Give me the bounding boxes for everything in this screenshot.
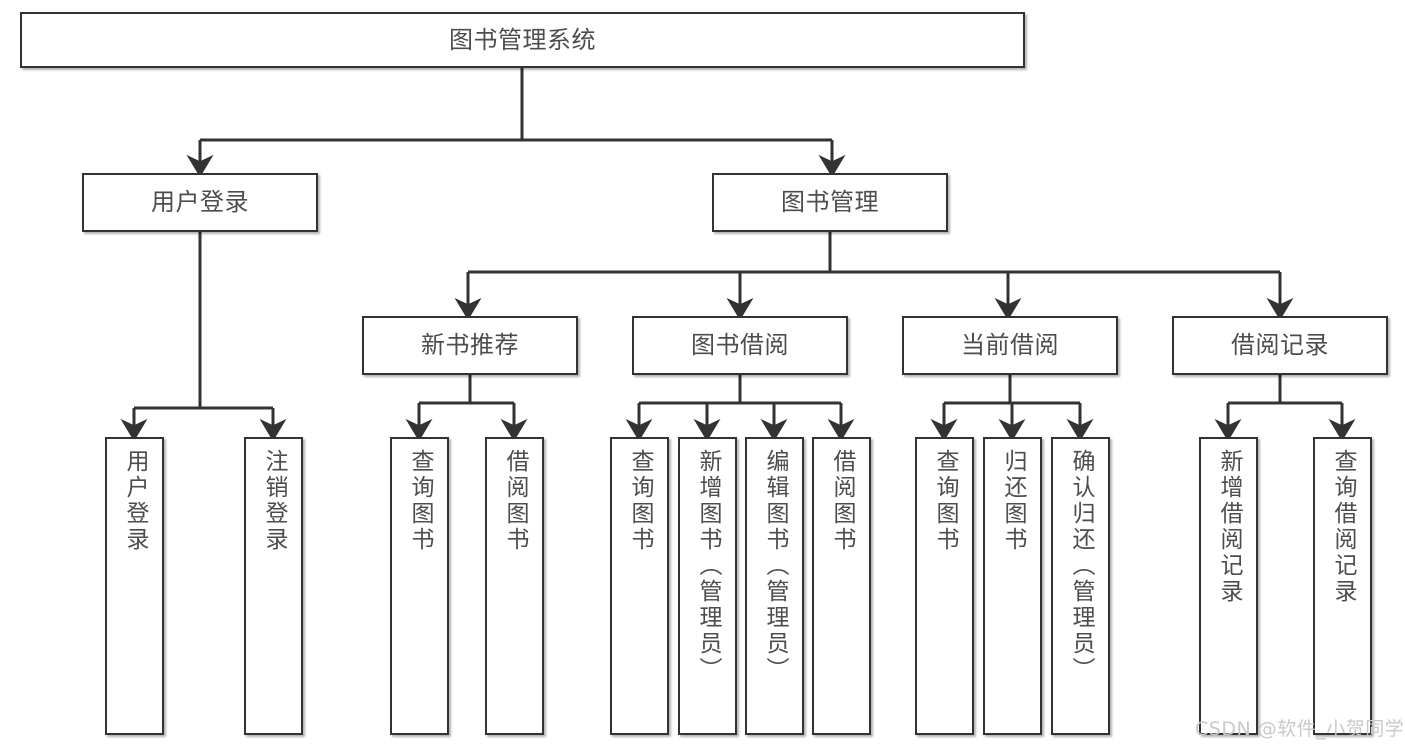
node-leaf-query-borrow-record-label: 查询借阅记录: [1330, 449, 1356, 605]
node-leaf-user-login[interactable]: 用户登录: [105, 437, 164, 735]
node-borrow-record-label: 借阅记录: [1231, 331, 1329, 360]
node-leaf-query-book-borrow[interactable]: 查询图书: [610, 437, 669, 735]
node-new-book-recommend-label: 新书推荐: [421, 331, 519, 360]
node-current-borrow[interactable]: 当前借阅: [902, 316, 1118, 375]
node-leaf-logout-label: 注销登录: [261, 449, 287, 553]
node-leaf-user-login-label: 用户登录: [122, 449, 148, 553]
node-leaf-logout[interactable]: 注销登录: [244, 437, 303, 735]
node-leaf-add-borrow-record[interactable]: 新增借阅记录: [1199, 437, 1258, 735]
node-leaf-borrow-book-label: 借阅图书: [829, 449, 855, 553]
node-leaf-return-book[interactable]: 归还图书: [983, 437, 1042, 735]
node-leaf-query-book-current-label: 查询图书: [932, 449, 958, 553]
node-leaf-edit-book-admin-label: 编辑图书（管理员）: [762, 449, 788, 683]
node-book-manage-label: 图书管理: [781, 188, 879, 217]
node-borrow-record[interactable]: 借阅记录: [1172, 316, 1388, 375]
node-root-label: 图书管理系统: [449, 25, 596, 54]
node-leaf-borrow-book-rec-label: 借阅图书: [502, 449, 528, 553]
node-leaf-add-book-admin-label: 新增图书（管理员）: [695, 449, 721, 683]
node-book-manage[interactable]: 图书管理: [712, 173, 948, 232]
node-root[interactable]: 图书管理系统: [20, 12, 1025, 68]
node-current-borrow-label: 当前借阅: [961, 331, 1059, 360]
node-leaf-query-book-rec-label: 查询图书: [407, 449, 433, 553]
node-leaf-query-book-rec[interactable]: 查询图书: [390, 437, 449, 735]
node-leaf-query-book-borrow-label: 查询图书: [627, 449, 653, 553]
node-user-login-label: 用户登录: [151, 188, 249, 217]
node-book-borrow[interactable]: 图书借阅: [632, 316, 848, 375]
node-leaf-return-book-label: 归还图书: [1000, 449, 1026, 553]
node-book-borrow-label: 图书借阅: [691, 331, 789, 360]
node-leaf-add-borrow-record-label: 新增借阅记录: [1216, 449, 1242, 605]
node-leaf-borrow-book[interactable]: 借阅图书: [812, 437, 871, 735]
node-leaf-query-borrow-record[interactable]: 查询借阅记录: [1313, 437, 1372, 735]
node-leaf-borrow-book-rec[interactable]: 借阅图书: [485, 437, 544, 735]
node-leaf-edit-book-admin[interactable]: 编辑图书（管理员）: [745, 437, 804, 735]
node-user-login[interactable]: 用户登录: [82, 173, 318, 232]
node-leaf-confirm-return-admin-label: 确认归还（管理员）: [1068, 449, 1094, 683]
node-leaf-query-book-current[interactable]: 查询图书: [915, 437, 974, 735]
node-leaf-add-book-admin[interactable]: 新增图书（管理员）: [678, 437, 737, 735]
node-leaf-confirm-return-admin[interactable]: 确认归还（管理员）: [1051, 437, 1110, 735]
node-new-book-recommend[interactable]: 新书推荐: [362, 316, 578, 375]
